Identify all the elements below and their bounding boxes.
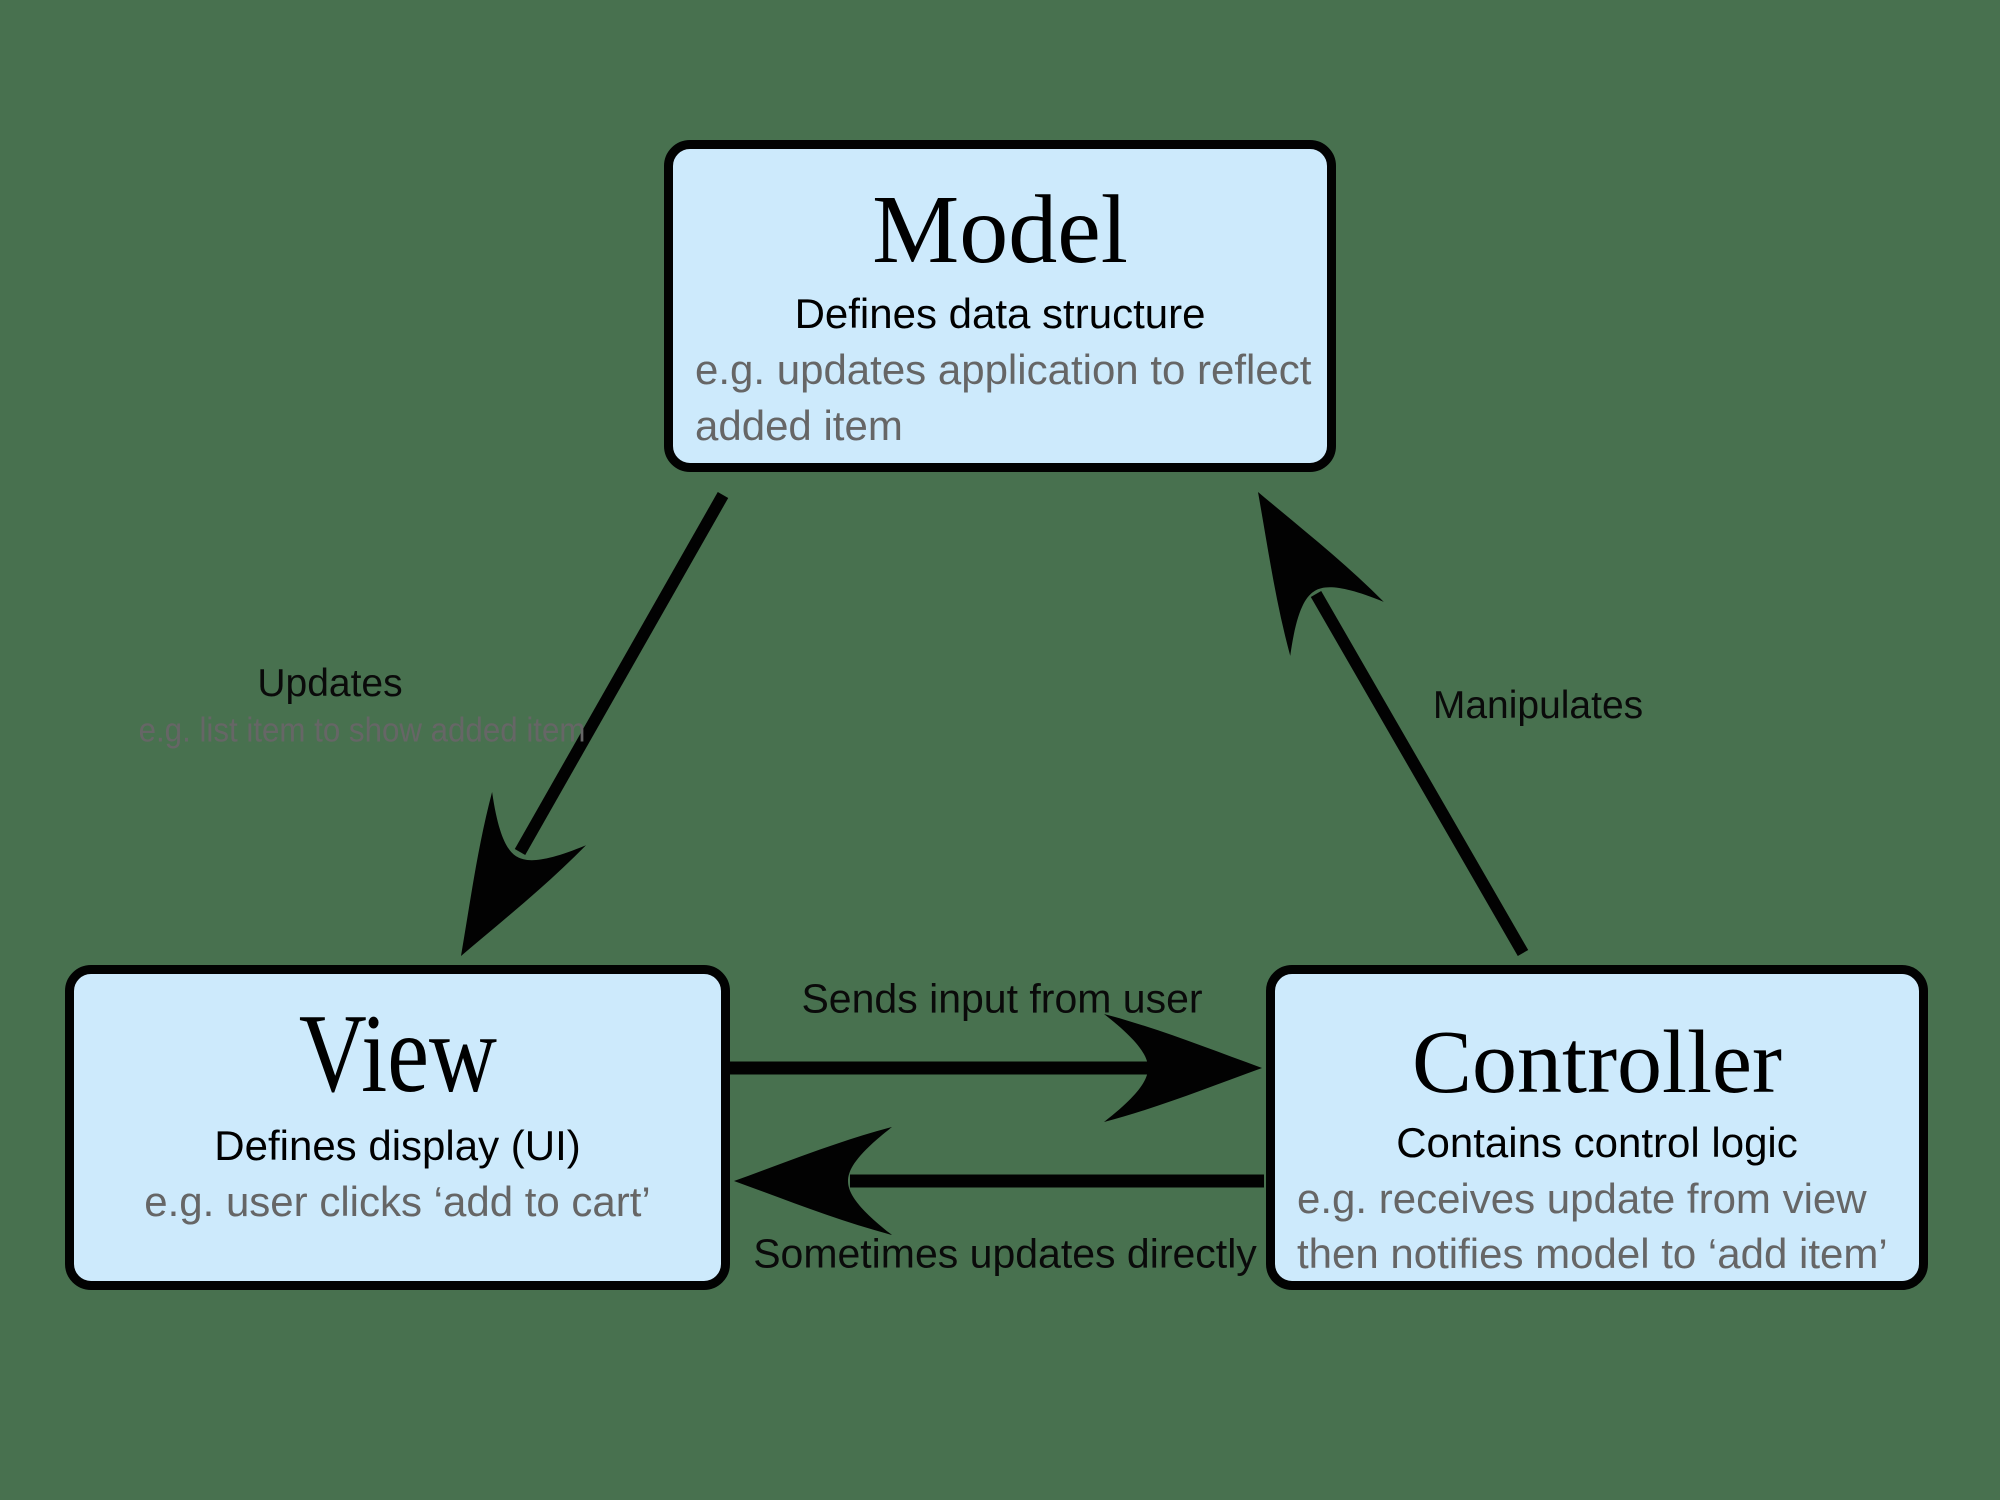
arrow-controller-to-view <box>734 1127 1264 1235</box>
manipulates-label: Manipulates <box>1432 684 1644 727</box>
model-title: Model <box>872 176 1128 284</box>
arrow-controller-to-model <box>1211 465 1529 956</box>
view-box: View Defines display (UI) e.g. user clic… <box>65 965 730 1290</box>
updates-sublabel: e.g. list item to show added item <box>138 711 586 750</box>
view-subtitle: Defines display (UI) <box>214 1121 581 1169</box>
view-example: e.g. user clicks ‘add to cart’ <box>144 1174 651 1229</box>
controller-subtitle: Contains control logic <box>1396 1118 1798 1166</box>
arrow-model-to-view <box>414 492 729 983</box>
model-example: e.g. updates application to reflect adde… <box>673 342 1311 453</box>
arrow-view-to-controller <box>730 1014 1262 1122</box>
controller-example-line-2: then notifies model to ‘add item’ <box>1297 1230 1888 1278</box>
sends-input-label: Sends input from user <box>801 975 1203 1022</box>
model-box: Model Defines data structure e.g. update… <box>664 140 1336 472</box>
model-subtitle: Defines data structure <box>794 289 1206 337</box>
updates-label: Updates <box>257 662 403 705</box>
controller-box: Controller Contains control logic e.g. r… <box>1266 965 1928 1290</box>
model-example-line-1: e.g. updates application to reflect <box>695 346 1312 394</box>
controller-example-line-1: e.g. receives update from view <box>1297 1174 1867 1222</box>
model-example-line-2: added item <box>695 401 903 449</box>
controller-example: e.g. receives update from view then noti… <box>1275 1171 1888 1282</box>
view-title: View <box>298 992 497 1116</box>
sometimes-updates-label: Sometimes updates directly <box>753 1230 1257 1277</box>
controller-title: Controller <box>1412 1013 1782 1112</box>
view-example-line-1: e.g. user clicks ‘add to cart’ <box>144 1177 651 1225</box>
